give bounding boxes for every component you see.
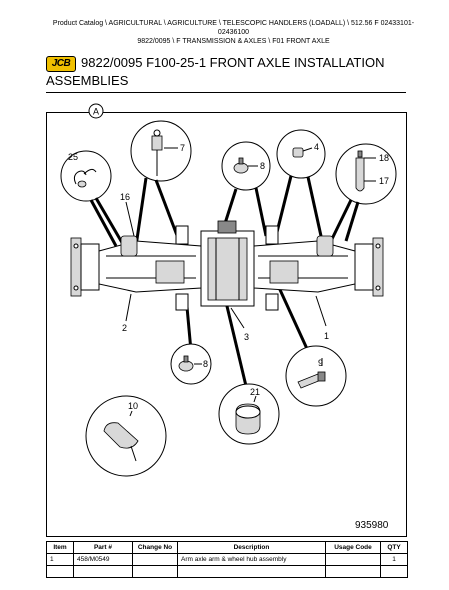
- svg-text:17: 17: [379, 176, 389, 186]
- detail-bubble-9: 9: [285, 345, 347, 407]
- detail-bubble-7: 7: [130, 120, 192, 182]
- col-usage-code: Usage Code: [325, 541, 381, 554]
- detail-bubble-25: 25: [60, 150, 112, 202]
- table-header-row: Item Part # Change No Description Usage …: [46, 541, 408, 554]
- svg-text:1: 1: [324, 331, 329, 341]
- table-row: [46, 565, 408, 578]
- svg-text:9: 9: [318, 358, 323, 368]
- front-axle-assembly: [70, 220, 384, 311]
- cell-usage-code: [325, 553, 381, 566]
- cell-qty: [380, 565, 408, 578]
- svg-text:10: 10: [128, 401, 138, 411]
- parts-table: Item Part # Change No Description Usage …: [46, 541, 408, 578]
- cell-description: [177, 565, 326, 578]
- page-title-continued: ASSEMBLIES: [46, 73, 129, 88]
- jcb-logo: JCB: [46, 56, 76, 72]
- svg-text:2: 2: [122, 323, 127, 333]
- detail-bubble-18-17: 18 17: [335, 143, 397, 205]
- cell-item: 1: [46, 553, 74, 566]
- svg-text:8: 8: [260, 161, 265, 171]
- col-change-no: Change No: [132, 541, 178, 554]
- breadcrumb: Product Catalog \ AGRICULTURAL \ AGRICUL…: [46, 19, 421, 46]
- col-part-number: Part #: [73, 541, 133, 554]
- cell-change-no: [132, 565, 178, 578]
- cell-part-number[interactable]: 458/M0549: [73, 553, 133, 566]
- header-divider: [46, 92, 406, 93]
- detail-bubble-8-top: 8: [221, 141, 271, 191]
- table-row[interactable]: 1 458/M0549 Arm axle arm & wheel hub ass…: [46, 553, 408, 566]
- detail-bubble-4: 4: [276, 129, 326, 179]
- axle-callouts: 16 2 3 1: [120, 192, 329, 342]
- breadcrumb-line-2[interactable]: 9822/0095 \ F TRANSMISSION & AXLES \ F01…: [137, 38, 330, 45]
- cell-qty: 1: [380, 553, 408, 566]
- svg-text:8: 8: [203, 359, 208, 369]
- detail-bubble-10: 10: [85, 395, 167, 477]
- detail-bubble-21: 21: [218, 383, 280, 445]
- cell-usage-code: [325, 565, 381, 578]
- view-label-a: A: [88, 103, 104, 119]
- axle-exploded-diagram: .ln{stroke:#000;fill:none;stroke-width:1…: [60, 103, 397, 477]
- svg-text:16: 16: [120, 192, 130, 202]
- svg-text:21: 21: [250, 387, 260, 397]
- col-qty: QTY: [380, 541, 408, 554]
- col-item: Item: [46, 541, 74, 554]
- cell-description: Arm axle arm & wheel hub assembly: [177, 553, 326, 566]
- cell-change-no: [132, 553, 178, 566]
- cell-item: [46, 565, 74, 578]
- col-description: Description: [177, 541, 326, 554]
- page-title: 9822/0095 F100-25-1 FRONT AXLE INSTALLAT…: [81, 55, 385, 70]
- svg-text:25: 25: [68, 152, 78, 162]
- breadcrumb-line-1[interactable]: Product Catalog \ AGRICULTURAL \ AGRICUL…: [52, 20, 415, 36]
- svg-text:18: 18: [379, 153, 389, 163]
- svg-text:7: 7: [180, 143, 185, 153]
- diagram-frame: [46, 112, 407, 537]
- detail-bubble-8-bottom: 8: [170, 343, 212, 385]
- svg-text:4: 4: [314, 142, 319, 152]
- view-label-text: A: [93, 107, 99, 117]
- svg-text:3: 3: [244, 332, 249, 342]
- figure-number: 935980: [355, 520, 389, 531]
- cell-part-number: [73, 565, 133, 578]
